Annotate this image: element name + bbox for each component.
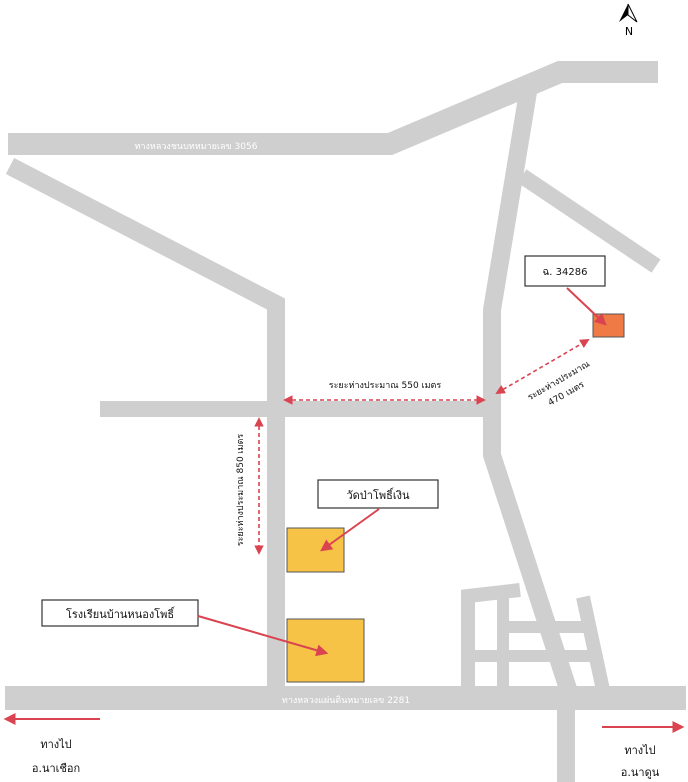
school-building — [286, 618, 365, 683]
east-direction-label-1: ทางไป — [624, 744, 655, 757]
road-network — [5, 61, 686, 782]
temple-pointer-arrow — [320, 508, 380, 552]
north-label: N — [625, 25, 633, 38]
road-3056-label: ทางหลวงชนบทหมายเลข 3056 — [135, 142, 258, 152]
school-callout-box — [41, 599, 199, 627]
parcel-callout-box — [524, 255, 606, 287]
road-northeast-branch — [517, 169, 661, 273]
callout-arrows — [197, 287, 607, 657]
road-grid-loop — [461, 583, 521, 690]
west-direction-label-2: อ.นาเชือก — [32, 762, 80, 775]
distance-850-label: ระยะห่างประมาณ 850 เมตร — [236, 434, 246, 547]
distance-markers — [254, 339, 590, 555]
school-pointer-arrow — [197, 615, 329, 657]
road-northwest — [5, 158, 285, 690]
north-arrow-icon — [619, 3, 638, 23]
road-east-main — [483, 78, 579, 698]
west-direction-label-1: ทางไป — [40, 738, 71, 751]
distance-470-arrow — [495, 339, 590, 394]
road-3056 — [8, 61, 658, 155]
temple-building — [286, 527, 345, 573]
parcel-callout-label: ฉ. 34286 — [543, 267, 588, 278]
temple-callout-box — [317, 479, 439, 509]
distance-550-label: ระยะห่างประมาณ 550 เมตร — [329, 381, 442, 391]
road-grid-right — [576, 595, 610, 692]
temple-callout-label: วัดป่าโพธิ์เงิน — [346, 487, 409, 502]
school-callout-label: โรงเรียนบ้านหนองโพธิ์ — [66, 606, 176, 621]
parcel-pointer-arrow — [566, 287, 607, 326]
road-2281-label: ทางหลวงแผ่นดินหมายเลข 2281 — [282, 695, 410, 706]
east-direction-label-2: อ.นาดูน — [621, 766, 660, 779]
